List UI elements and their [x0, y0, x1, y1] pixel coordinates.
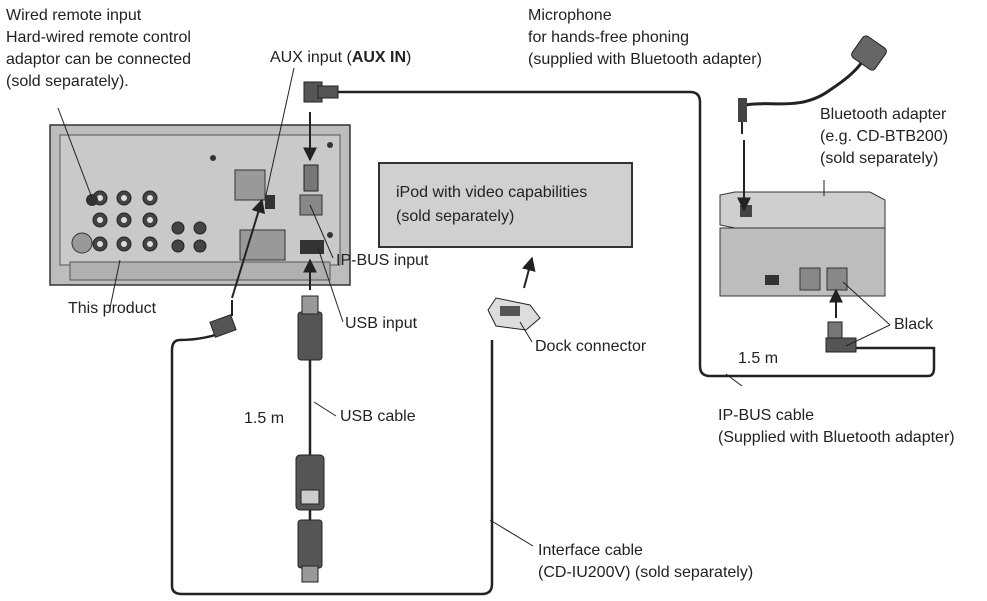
connectors — [209, 81, 857, 583]
leader-lines — [57, 67, 891, 547]
bluetooth-adapter-label: Bluetooth adapter (e.g. CD-BTB200) (sold… — [820, 106, 949, 167]
usb-length-label: 1.5 m — [244, 410, 285, 427]
usb-cable-label: USB cable — [340, 408, 416, 425]
cables — [170, 90, 936, 596]
usb-input-label: USB input — [345, 315, 418, 332]
microphone-label: Microphone for hands-free phoning (suppl… — [528, 7, 762, 68]
microphone — [738, 35, 887, 134]
ipbus-cable-label: IP-BUS cable (Supplied with Bluetooth ad… — [718, 407, 955, 446]
dock-connector-label: Dock connector — [535, 338, 647, 355]
bluetooth-adapter — [719, 191, 886, 297]
this-product-label: This product — [68, 300, 157, 317]
ipbus-length-label: 1.5 m — [738, 350, 779, 367]
ipod-box: iPod with video capabilities (sold separ… — [378, 162, 633, 248]
aux-input-label: AUX input (AUX IN) — [270, 49, 412, 66]
ipod-label-2: (sold separately) — [396, 208, 515, 225]
black-label: Black — [894, 316, 934, 333]
wired-remote-label: Wired remote input Hard-wired remote con… — [6, 7, 192, 90]
interface-cable-label: Interface cable (CD-IU200V) (sold separa… — [538, 542, 754, 581]
ipod-label-1: iPod with video capabilities — [396, 184, 588, 201]
head-unit — [49, 124, 351, 286]
ipbus-input-label: IP-BUS input — [336, 252, 429, 269]
